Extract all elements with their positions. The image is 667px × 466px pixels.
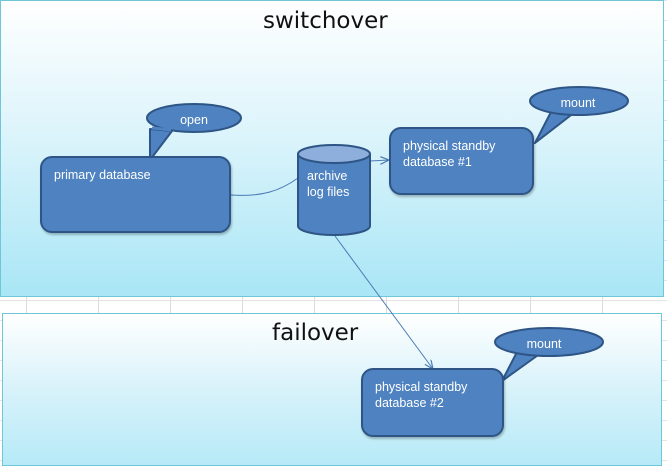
failover-title: failover — [272, 320, 359, 346]
primary-database-label: primary database — [54, 168, 151, 182]
archive-label-line1: archive — [307, 169, 348, 183]
switchover-title: switchover — [263, 8, 388, 34]
standby1-label-line2: database #1 — [403, 155, 472, 169]
physical-standby-2-box: physical standby database #2 — [361, 368, 504, 437]
archive-cylinder-shape — [297, 144, 371, 236]
mount-callout-1-label: mount — [560, 96, 596, 110]
standby2-label-line2: database #2 — [375, 396, 444, 410]
arrow-archive-standby2 — [334, 235, 433, 369]
archive-label-line2: log files — [307, 185, 350, 199]
arrow-archive-standby1 — [369, 160, 389, 161]
physical-standby-1-box: physical standby database #1 — [389, 127, 534, 195]
mount-callout-2-shape — [494, 327, 604, 382]
archive-log-files-label: archive log files — [307, 168, 349, 200]
open-callout-label: open — [180, 113, 208, 127]
mount-callout-1-shape — [529, 86, 629, 144]
mount-callout-2-label: mount — [526, 337, 562, 351]
standby1-label-line1: physical standby — [403, 139, 496, 153]
standby2-label-line1: physical standby — [375, 380, 468, 394]
open-callout-shape — [146, 103, 242, 161]
primary-database-box: primary database — [40, 156, 231, 233]
connector-primary-archive — [230, 177, 299, 196]
